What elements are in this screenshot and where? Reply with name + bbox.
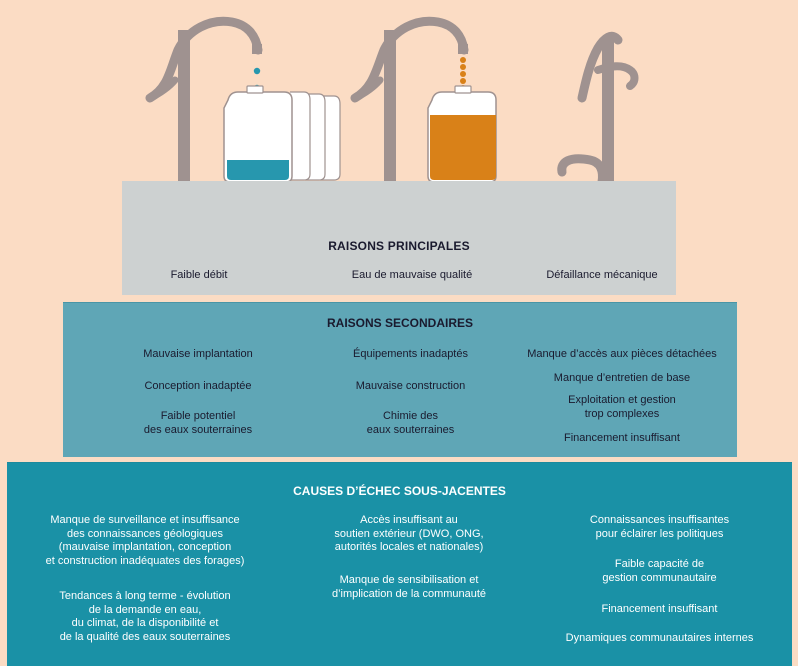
primary-reasons-title: RAISONS PRINCIPALES [328, 239, 470, 253]
secondary-reasons-title: RAISONS SECONDAIRES [326, 316, 474, 330]
secondary-reason-item: Financement insuffisant [564, 432, 680, 444]
cause-item: Connaissances insuffisantes pour éclaire… [589, 514, 730, 540]
cause-item: Dynamiques communautaires internes [565, 632, 754, 644]
underlying-causes-panel: CAUSES D’ÉCHEC SOUS-JACENTES Manque de s… [7, 462, 792, 666]
secondary-reason-item: Équipements inadaptés [353, 348, 468, 360]
primary-reason-item: Faible débit [170, 269, 228, 281]
secondary-reason-item: Exploitation et gestion trop complexes [568, 394, 676, 420]
primary-reasons-panel: RAISONS PRINCIPALES Faible débit Eau de … [122, 181, 676, 295]
secondary-reason-item: Manque d’accès aux pièces détachées [527, 348, 717, 360]
primary-reason-item: Défaillance mécanique [546, 269, 658, 281]
secondary-reason-item: Faible potentiel des eaux souterraines [143, 410, 253, 436]
underlying-causes-title: CAUSES D’ÉCHEC SOUS-JACENTES [293, 484, 506, 498]
secondary-reason-item: Conception inadaptée [144, 380, 252, 392]
cause-item: Financement insuffisant [601, 603, 718, 615]
secondary-reason-item: Mauvaise construction [355, 380, 466, 392]
cause-item: Tendances à long terme - évolution de la… [59, 590, 231, 643]
secondary-reason-item: Manque d’entretien de base [553, 372, 691, 384]
cause-item: Manque de sensibilisation et d’implicati… [331, 574, 487, 600]
secondary-reason-item: Mauvaise implantation [143, 348, 253, 360]
cause-item: Accès insuffisant au soutien extérieur (… [334, 514, 484, 553]
cause-item: Manque de surveillance et insuffisance d… [45, 514, 245, 567]
secondary-reason-item: Chimie des eaux souterraines [366, 410, 455, 436]
secondary-reasons-panel: RAISONS SECONDAIRES Mauvaise implantatio… [63, 302, 737, 457]
primary-reason-item: Eau de mauvaise qualité [351, 269, 473, 281]
cause-item: Faible capacité de gestion communautaire [602, 558, 717, 584]
